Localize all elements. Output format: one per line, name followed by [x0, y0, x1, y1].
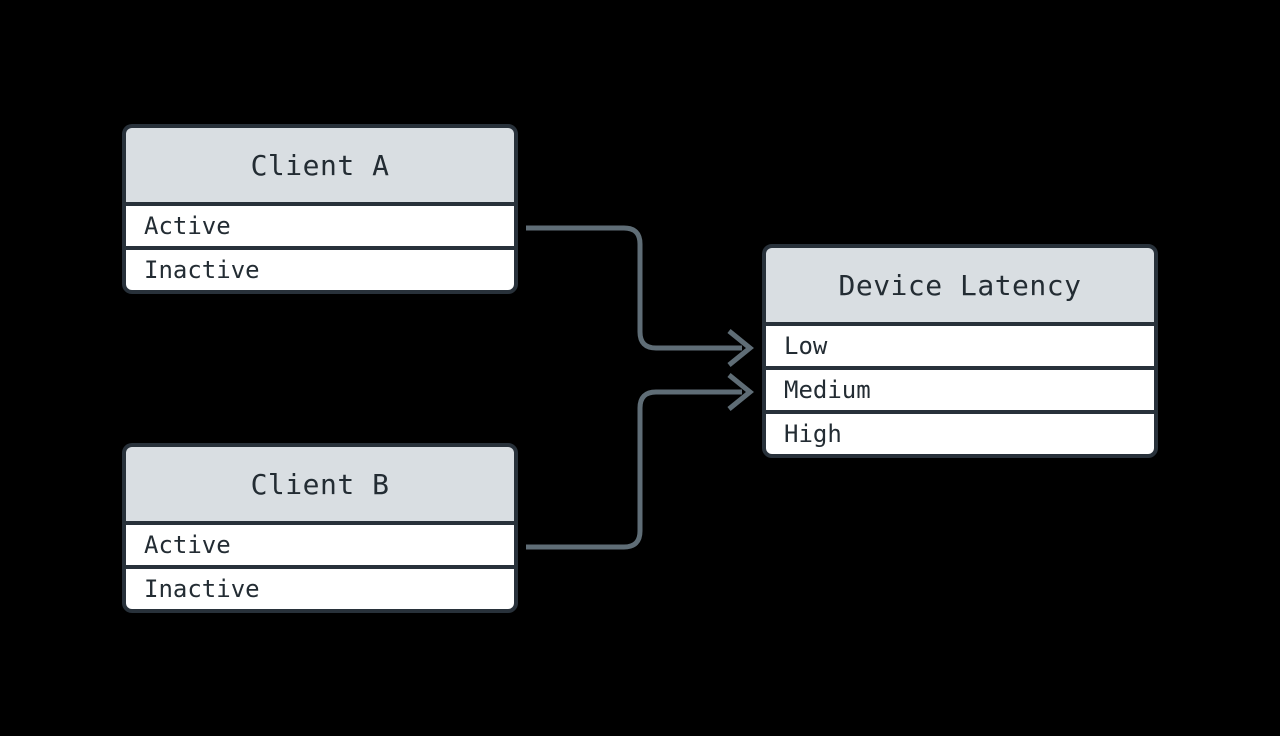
entity-rows: Active Inactive: [126, 521, 514, 609]
arrowhead-icon: [727, 373, 754, 411]
entity-title-device-latency: Device Latency: [766, 248, 1154, 322]
entity-row-inactive[interactable]: Inactive: [126, 246, 514, 290]
entity-row-active[interactable]: Active: [126, 202, 514, 246]
entity-row-high[interactable]: High: [766, 410, 1154, 454]
edge-path: [526, 389, 742, 550]
entity-row-medium[interactable]: Medium: [766, 366, 1154, 410]
entity-row-low[interactable]: Low: [766, 322, 1154, 366]
entity-table-client-b[interactable]: Client B Active Inactive: [122, 443, 518, 613]
arrowhead-icon: [727, 329, 754, 367]
entity-table-device-latency[interactable]: Device Latency Low Medium High: [762, 244, 1158, 458]
entity-rows: Low Medium High: [766, 322, 1154, 454]
entity-row-inactive[interactable]: Inactive: [126, 565, 514, 609]
entity-table-client-a[interactable]: Client A Active Inactive: [122, 124, 518, 294]
edge-client-b-active-to-medium: [526, 373, 754, 550]
entity-title-client-a: Client A: [126, 128, 514, 202]
entity-title-client-b: Client B: [126, 447, 514, 521]
entity-rows: Active Inactive: [126, 202, 514, 290]
edge-path: [526, 225, 742, 351]
edge-client-a-active-to-low: [526, 225, 754, 367]
entity-row-active[interactable]: Active: [126, 521, 514, 565]
